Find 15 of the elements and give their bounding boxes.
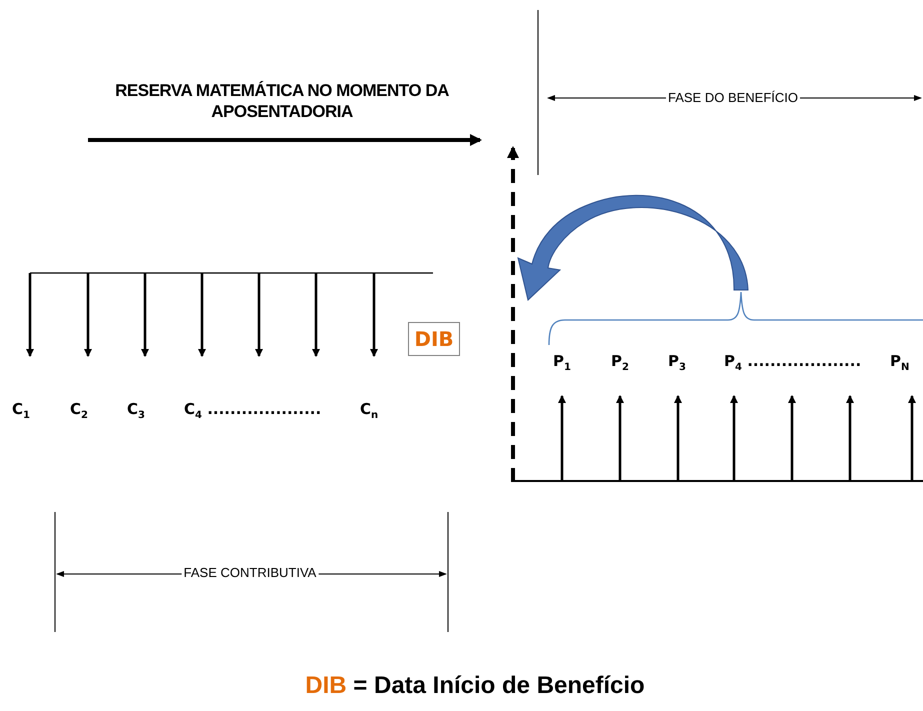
label-box: DIB — [408, 322, 460, 356]
payment-label: P$_{3}$ — [668, 352, 686, 373]
payment-label: P$_{2}$ — [611, 352, 629, 373]
contribution-label: C$_{3}$ — [127, 400, 145, 421]
payment-label: P$_{4}$ .................... — [724, 352, 862, 373]
contribution-label: C$_{n}$ — [360, 400, 378, 421]
phase-label: FASE CONTRIBUTIVA — [182, 565, 318, 580]
contribution-label: C$_{2}$ — [70, 400, 88, 421]
payment-label: P$_{N}$ — [890, 352, 910, 373]
payment-label: P$_{1}$ — [553, 352, 571, 373]
section-title: RESERVA MATEMÁTICA NO MOMENTO DA APOSENTADORIA — [114, 80, 450, 122]
phase-label: FASE DO BENEFÍCIO — [666, 90, 800, 105]
caption: DIB = Data Início de Benefício — [305, 672, 645, 700]
contribution-label: C$_{1}$ — [12, 400, 30, 421]
contribution-label: C$_{4}$ .................... — [184, 400, 322, 421]
